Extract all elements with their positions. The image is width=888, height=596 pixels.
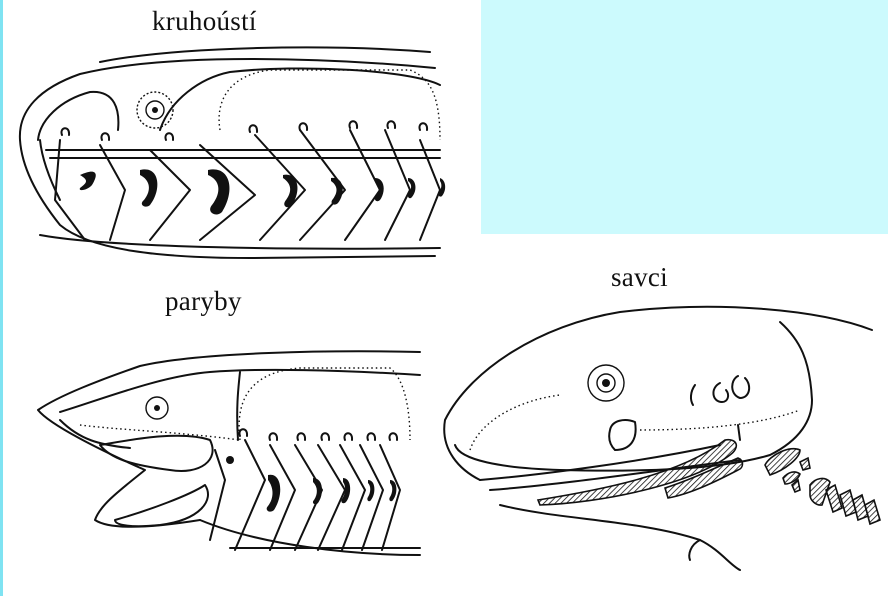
shark-head-figure — [38, 351, 420, 555]
mammal-eye — [588, 365, 624, 401]
label-savci: savci — [611, 262, 668, 293]
lamprey-eye — [137, 92, 173, 128]
mammal-embryo-head-figure — [444, 307, 880, 570]
shark-eye — [146, 397, 168, 419]
lamprey-head-figure — [20, 47, 445, 258]
label-paryby: paryby — [165, 286, 242, 317]
label-kruhousti: kruhoústí — [152, 6, 257, 37]
